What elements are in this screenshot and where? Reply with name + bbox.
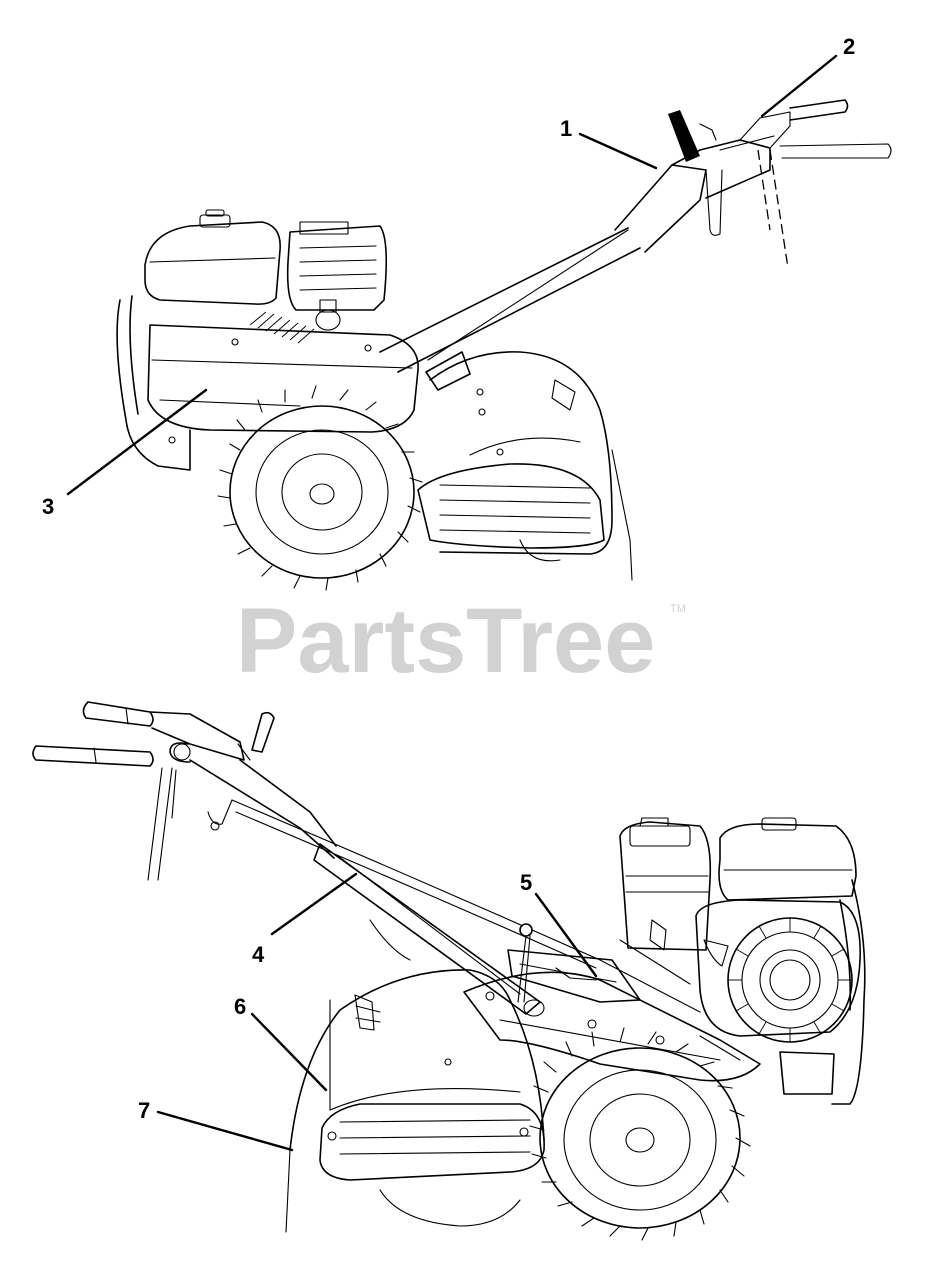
tiller-top-view bbox=[116, 99, 892, 591]
callout-label-4: 4 bbox=[252, 942, 265, 967]
tiller-bottom-view bbox=[32, 701, 866, 1241]
callout-label-5: 5 bbox=[520, 870, 532, 895]
watermark-trademark: TM bbox=[670, 603, 686, 615]
callout-5: 5 bbox=[520, 870, 598, 978]
callout-label-7: 7 bbox=[138, 1098, 150, 1123]
callout-3: 3 bbox=[42, 388, 208, 519]
callout-1: 1 bbox=[560, 116, 658, 170]
callout-label-2: 2 bbox=[843, 34, 855, 59]
callout-7: 7 bbox=[138, 1098, 294, 1152]
callout-label-1: 1 bbox=[560, 116, 572, 141]
callout-2: 2 bbox=[760, 34, 855, 118]
callout-4: 4 bbox=[252, 872, 358, 967]
watermark: PartsTree TM bbox=[236, 590, 686, 692]
callout-6: 6 bbox=[234, 994, 328, 1092]
watermark-brand: PartsTree bbox=[236, 590, 655, 692]
callout-label-6: 6 bbox=[234, 994, 246, 1019]
callout-label-3: 3 bbox=[42, 494, 54, 519]
